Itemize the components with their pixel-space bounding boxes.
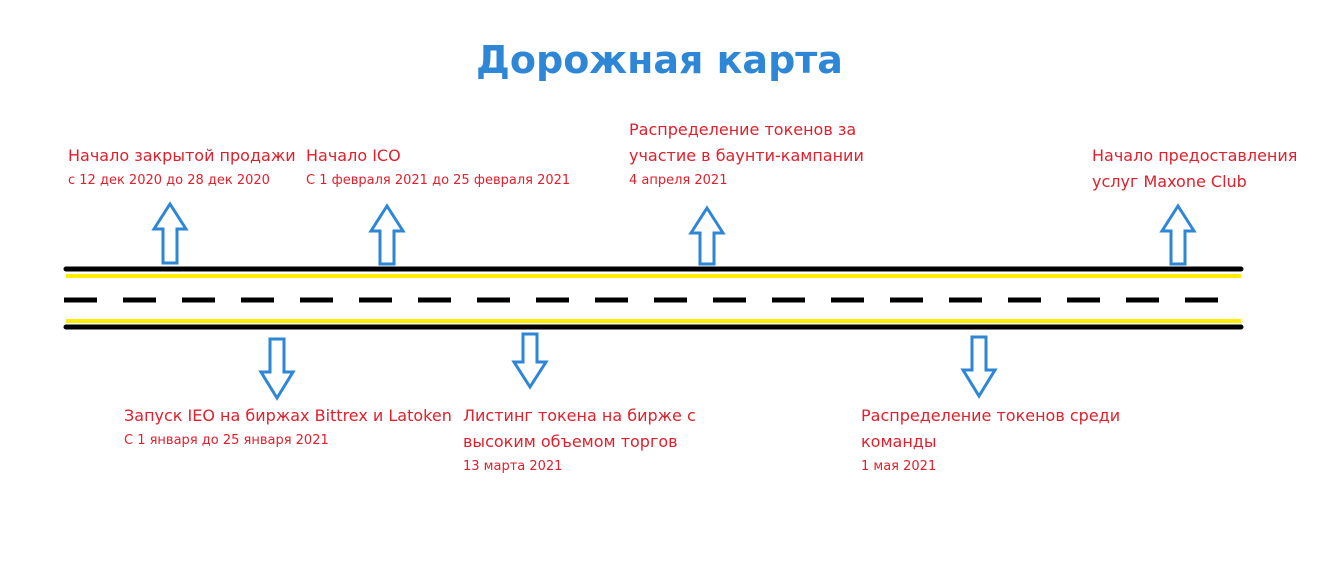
milestone-date: 13 марта 2021 — [463, 459, 563, 474]
arrow-down-icon — [960, 335, 998, 399]
milestone-label: Запуск IEO на биржах Bittrex и Latoken — [124, 406, 452, 425]
arrow-down-icon — [511, 332, 549, 390]
milestone-label: Распределение токенов среди команды — [861, 406, 1121, 451]
milestone-ieo-launch: Запуск IEO на биржах Bittrex и Latoken С… — [124, 403, 452, 453]
page-title: Дорожная карта — [476, 38, 843, 82]
arrow-up-icon — [151, 201, 189, 265]
arrow-up-icon — [688, 205, 726, 266]
arrow-up-icon — [368, 203, 406, 266]
milestone-team-distribution: Распределение токенов среди команды 1 ма… — [861, 403, 1120, 479]
arrow-up-icon — [1159, 203, 1197, 266]
milestone-bounty-distribution: Распределение токенов за участие в баунт… — [629, 117, 864, 193]
milestone-date: С 1 февраля 2021 до 25 февраля 2021 — [306, 173, 571, 188]
milestone-label: Листинг токена на бирже с высоким объемо… — [463, 406, 696, 451]
milestone-closed-sale: Начало закрытой продажи с 12 дек 2020 до… — [68, 143, 296, 193]
milestone-token-listing: Листинг токена на бирже с высоким объемо… — [463, 403, 696, 479]
milestone-label: Распределение токенов за участие в баунт… — [629, 120, 864, 165]
milestone-date: 1 мая 2021 — [861, 459, 937, 474]
milestone-maxone-club: Начало предоставления услуг Maxone Club — [1092, 143, 1297, 195]
milestone-date: С 1 января до 25 января 2021 — [124, 433, 329, 448]
milestone-date: с 12 дек 2020 до 28 дек 2020 — [68, 173, 270, 188]
milestone-label: Начало ICO — [306, 146, 401, 165]
arrow-down-icon — [258, 337, 296, 401]
milestone-ico: Начало ICO С 1 февраля 2021 до 25 феврал… — [306, 143, 570, 193]
milestone-label: Начало предоставления услуг Maxone Club — [1092, 146, 1298, 191]
milestone-label: Начало закрытой продажи — [68, 146, 296, 165]
milestone-date: 4 апреля 2021 — [629, 173, 728, 188]
